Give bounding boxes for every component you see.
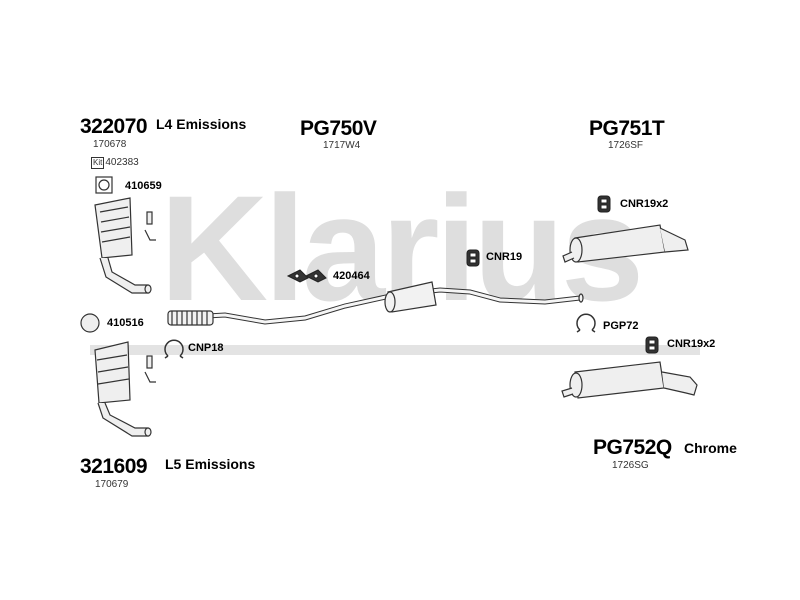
part-label-l4-emissions: L4 Emissions	[156, 116, 247, 132]
rubber-cnr19x2-bottom-drawing	[645, 336, 659, 354]
rear-silencer-top-drawing	[562, 224, 689, 263]
fitting-410516-label: 410516	[107, 317, 144, 329]
part-label-l5-emissions: L5 Emissions	[165, 456, 256, 472]
fitting-cnp18-label: CNP18	[188, 342, 224, 354]
rubber-cnr19x2-top-drawing	[597, 195, 611, 213]
fitting-pgp72-label: PGP72	[603, 320, 639, 332]
part-ref-170679: 170679	[95, 479, 129, 490]
kit-number: 402383	[105, 157, 139, 168]
middle-pipe-drawing	[167, 281, 584, 326]
part-number-322070: 322070	[80, 115, 148, 138]
part-ref-1717w4: 1717W4	[323, 140, 361, 151]
rubber-cnr19-drawing	[466, 249, 480, 267]
watermark-underline	[90, 345, 700, 355]
part-number-pg751t: PG751T	[589, 117, 665, 140]
part-number-pg750v: PG750V	[300, 117, 377, 140]
fitting-cnr19x2-bottom-label: CNR19x2	[667, 338, 716, 350]
catalyst-l4-drawing	[94, 197, 156, 294]
fitting-cnr19-label: CNR19	[486, 251, 523, 263]
rear-silencer-bottom-drawing	[561, 361, 698, 399]
part-ref-170678: 170678	[93, 139, 127, 150]
clamp-pgp72-drawing	[576, 313, 596, 333]
mount-420464-drawing	[286, 269, 327, 283]
fitting-410516-drawing	[80, 313, 100, 333]
fitting-420464-label: 420464	[333, 270, 370, 282]
catalyst-l5-drawing	[94, 341, 156, 437]
part-ref-1726sf: 1726SF	[608, 140, 644, 151]
fitting-410659-label: 410659	[125, 180, 162, 192]
clamp-cnp18-drawing	[164, 339, 184, 359]
part-ref-1726sg: 1726SG	[612, 460, 649, 471]
part-number-321609: 321609	[80, 455, 148, 478]
kit-box: Kit	[91, 157, 105, 169]
part-number-pg752q: PG752Q	[593, 436, 672, 459]
fitting-cnr19x2-top-label: CNR19x2	[620, 198, 669, 210]
part-label-chrome: Chrome	[684, 440, 737, 456]
fitting-410659-drawing	[95, 176, 113, 194]
